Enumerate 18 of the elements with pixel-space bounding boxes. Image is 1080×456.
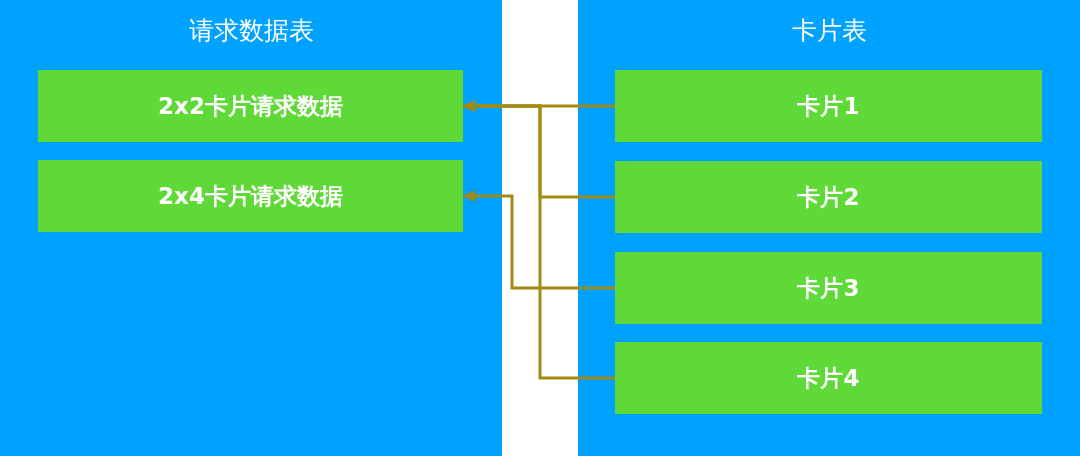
data-box: [615, 161, 1042, 233]
data-box: [615, 342, 1042, 414]
panel-title: 请求数据表: [187, 15, 315, 47]
data-box: [615, 70, 1042, 142]
panel-title: 卡片表: [790, 15, 868, 47]
box-label: 卡片2: [797, 182, 860, 212]
table-panel: [578, 0, 1080, 456]
table-panel: [0, 0, 502, 456]
box-label: 卡片4: [797, 363, 860, 393]
box-label: 2x2卡片请求数据: [158, 91, 343, 121]
connector-arrow: [463, 100, 615, 380]
data-box: [615, 252, 1042, 324]
box-label: 卡片3: [797, 273, 860, 303]
data-box: [38, 160, 463, 232]
box-label: 2x4卡片请求数据: [158, 181, 343, 211]
data-box: [38, 70, 463, 142]
connector-arrow: [463, 190, 615, 290]
box-label: 卡片1: [797, 91, 860, 121]
